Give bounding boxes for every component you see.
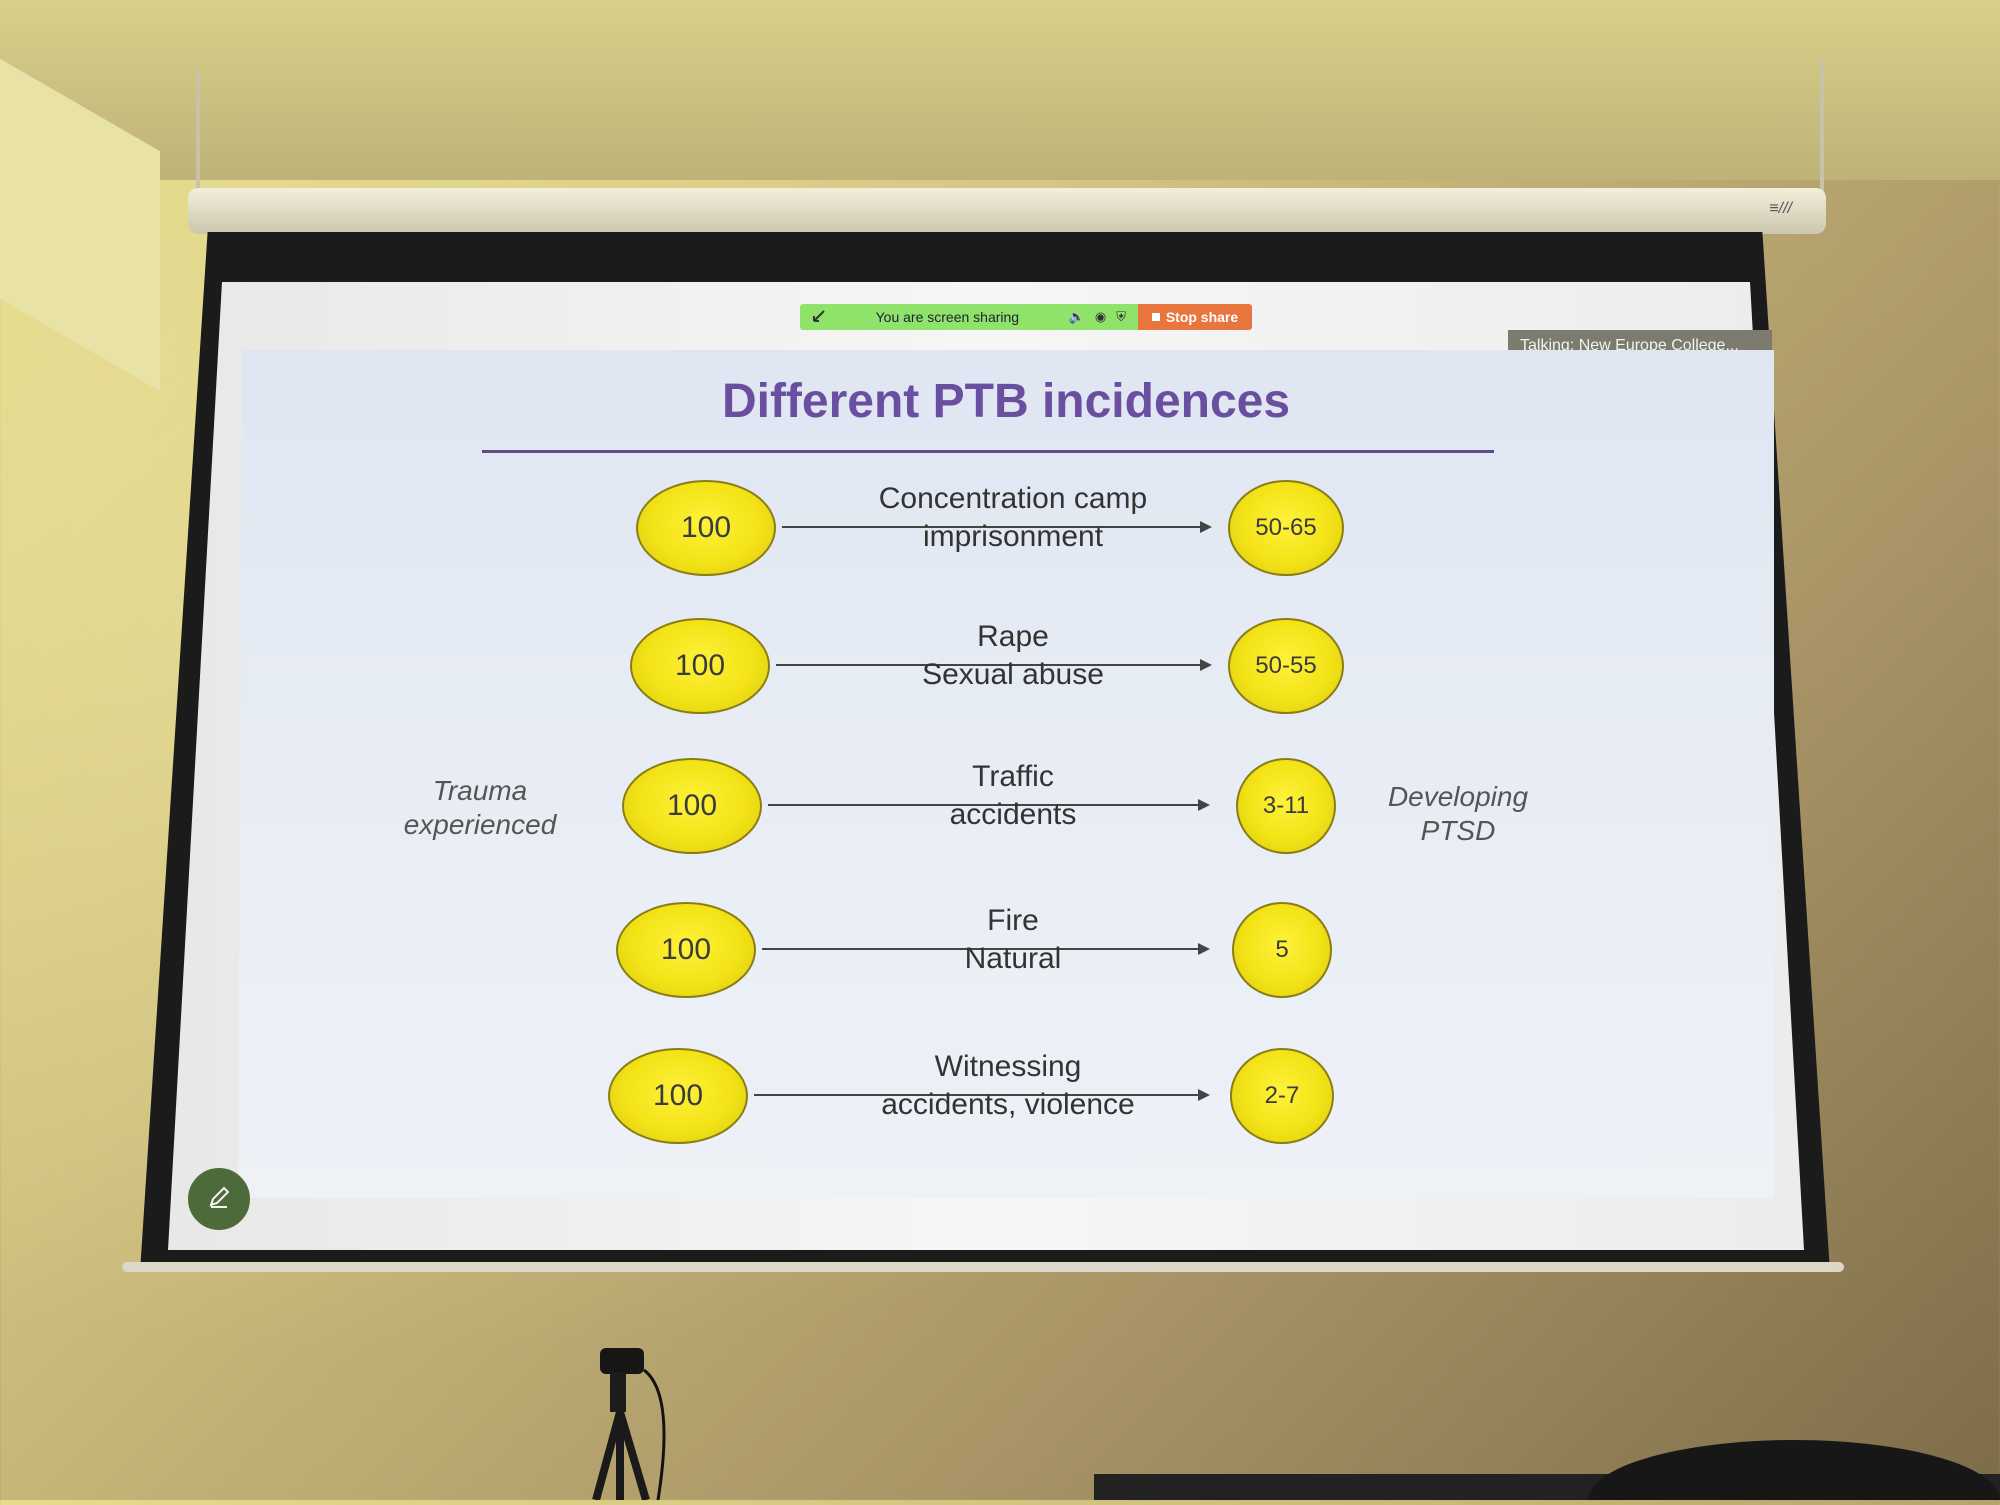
stop-icon: [1151, 313, 1160, 321]
slide-title: Different PTB incidences: [721, 375, 1291, 428]
trauma-type-line1: Rape: [977, 620, 1049, 653]
trauma-type-line1: Witnessing: [934, 1050, 1082, 1083]
screen-sharing-text: You are screen sharing: [875, 309, 1020, 325]
trauma-count-oval: 100: [616, 902, 756, 998]
arrow-head: [1198, 799, 1210, 811]
left-label-line2: experienced: [403, 809, 557, 840]
screen-hanger-left: [196, 70, 200, 194]
stop-share-button[interactable]: Stop share: [1138, 304, 1252, 330]
arrow-head: [1200, 659, 1212, 671]
arrow-head: [1198, 1089, 1210, 1101]
right-label-line2: PTSD: [1420, 815, 1496, 846]
trauma-type-line1: Concentration camp: [878, 482, 1148, 515]
presentation-slide: Different PTB incidences Trauma experien…: [238, 350, 1774, 1198]
record-icon[interactable]: ◉: [1094, 309, 1107, 324]
trauma-count-oval: 100: [630, 618, 770, 714]
developing-ptsd-label: Developing PTSD: [1368, 780, 1548, 848]
ptsd-count-oval: 3-11: [1236, 758, 1336, 854]
title-divider: [482, 450, 1494, 453]
housing-logo: ≡///: [1769, 200, 1792, 217]
trauma-type-label: Concentration camp imprisonment: [818, 480, 1208, 556]
annotate-button[interactable]: [188, 1168, 250, 1230]
trauma-type-label: Traffic accidents: [818, 758, 1208, 834]
tripod-camera: [580, 1340, 672, 1502]
minimize-icon[interactable]: [812, 309, 826, 326]
trauma-experienced-label: Trauma experienced: [390, 774, 570, 842]
screen-bottom-bar: [122, 1262, 1844, 1272]
arrow-head: [1200, 521, 1212, 533]
incidence-row: 100 Concentration camp imprisonment 50-6…: [238, 480, 1774, 600]
trauma-type-line2: accidents, violence: [881, 1088, 1135, 1121]
arrow-head: [1198, 943, 1210, 955]
ptsd-count-oval: 50-65: [1228, 480, 1344, 576]
trauma-type-line2: accidents: [949, 798, 1077, 831]
ceiling: [0, 0, 2000, 180]
right-label-line1: Developing: [1387, 781, 1529, 812]
projector-screen-housing: ≡///: [188, 188, 1826, 234]
trauma-count-oval: 100: [622, 758, 762, 854]
trauma-type-line2: Natural: [964, 942, 1062, 975]
trauma-type-label: Witnessing accidents, violence: [798, 1048, 1218, 1124]
arrow-line: [776, 664, 1204, 666]
arrow-line: [754, 1094, 1202, 1096]
trauma-count-oval: 100: [608, 1048, 748, 1144]
pencil-icon: [205, 1183, 233, 1216]
trauma-count-oval: 100: [636, 480, 776, 576]
arrow-line: [762, 948, 1202, 950]
incidence-row: 100 Witnessing accidents, violence 2-7: [238, 1048, 1774, 1168]
ptsd-count-oval: 5: [1232, 902, 1332, 998]
trauma-type-label: Fire Natural: [818, 902, 1208, 978]
trauma-type-line2: Sexual abuse: [922, 658, 1104, 691]
trauma-type-line1: Traffic: [972, 760, 1054, 793]
ptsd-count-oval: 2-7: [1230, 1048, 1334, 1144]
shield-icon[interactable]: ⛨: [1116, 309, 1126, 324]
stop-share-label: Stop share: [1165, 309, 1239, 325]
screen-share-status: You are screen sharing 🔈 ◉ ⛨: [800, 304, 1138, 330]
screen-share-toolbar: You are screen sharing 🔈 ◉ ⛨ Stop share: [800, 304, 1252, 330]
incidence-row: 100 Traffic accidents 3-11: [238, 758, 1774, 878]
incidence-row: 100 Rape Sexual abuse 50-55: [238, 618, 1774, 738]
incidence-row: 100 Fire Natural 5: [238, 902, 1774, 1022]
ptsd-count-oval: 50-55: [1228, 618, 1344, 714]
speaker-icon[interactable]: 🔈: [1068, 309, 1085, 324]
left-label-line1: Trauma: [432, 775, 528, 806]
trauma-type-line1: Fire: [987, 904, 1039, 937]
trauma-type-line2: imprisonment: [922, 520, 1104, 553]
screen-hanger-right: [1820, 60, 1824, 194]
trauma-type-label: Rape Sexual abuse: [818, 618, 1208, 694]
arrow-line: [768, 804, 1202, 806]
arrow-line: [782, 526, 1204, 528]
